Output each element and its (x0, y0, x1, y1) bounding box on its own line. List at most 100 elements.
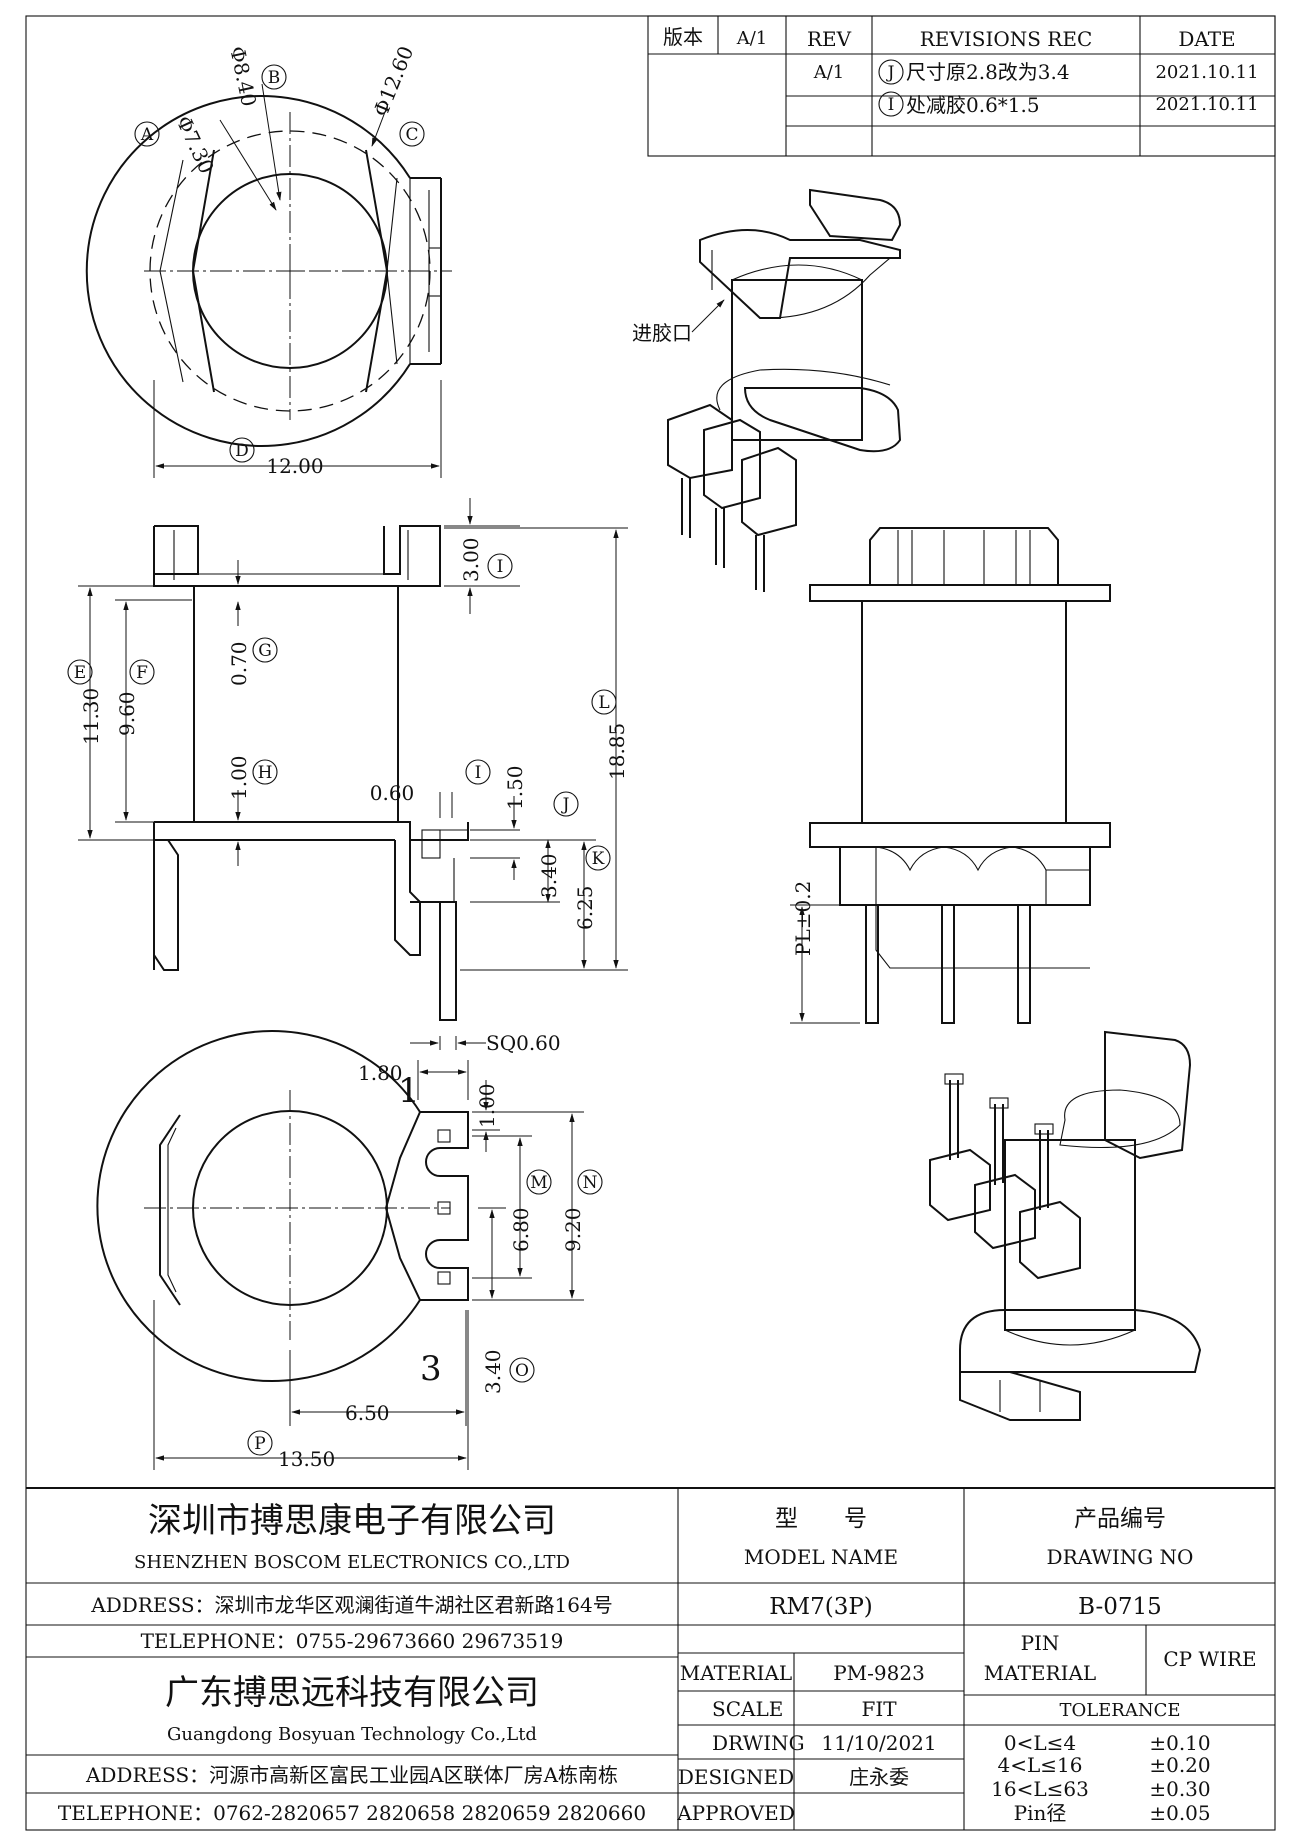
marker-j: J (561, 795, 570, 815)
designed-label: DESIGNED (678, 1765, 794, 1789)
scale-label: SCALE (712, 1697, 783, 1721)
model-label-cn: 型 号 (775, 1506, 867, 1532)
marker-a: A (140, 125, 154, 145)
isometric-view-top: 进胶口 (632, 188, 902, 592)
dim-phi-730: Φ7.30 (171, 112, 219, 177)
pin-material-value: CP WIRE (1163, 1647, 1256, 1671)
drawing-no-label-en: DRAWING NO (1047, 1545, 1194, 1569)
rev-row-2-marker: I (888, 95, 895, 115)
isometric-view-bottom (929, 1030, 1202, 1421)
material-label: MATERIAL (680, 1661, 792, 1685)
marker-l: L (598, 693, 609, 713)
marker-h: H (258, 763, 273, 783)
material-value: PM-9823 (833, 1661, 925, 1685)
dim-phi-1260: Φ12.60 (368, 43, 418, 120)
rev-row-1-marker: J (886, 63, 895, 83)
dim-1200: 12.00 (266, 454, 323, 478)
tolerance-value-2: ±0.20 (1149, 1753, 1210, 1777)
drawing-no-label-cn: 产品编号 (1074, 1506, 1166, 1532)
marker-b: B (268, 68, 281, 88)
company-1-cn: 深圳市搏思康电子有限公司 (148, 1501, 556, 1541)
tolerance-value-1: ±0.10 (1149, 1731, 1210, 1755)
dim-1885: 18.85 (605, 723, 629, 780)
address-2: ADDRESS：河源市高新区富民工业园A区联体厂房A栋南栋 (85, 1763, 618, 1787)
marker-c: C (405, 125, 418, 145)
dim-625: 6.25 (573, 885, 597, 930)
company-1-en: SHENZHEN BOSCOM ELECTRONICS CO.,LTD (134, 1552, 570, 1573)
dim-b-680: 6.80 (509, 1207, 533, 1252)
dim-150: 1.50 (503, 765, 527, 810)
date-header: DATE (1178, 27, 1235, 51)
marker-p: P (254, 1434, 265, 1454)
drawing-label: DRWING (712, 1731, 805, 1755)
dim-070: 0.70 (227, 641, 251, 686)
dim-1130: 11.30 (79, 688, 103, 745)
version-label: 版本 (663, 25, 703, 49)
telephone-1: TELEPHONE：0755-29673660 29673519 (141, 1629, 564, 1653)
front-view: SQ0.60 11.30 9.60 0.70 1.00 3.00 18.85 0… (67, 498, 629, 1055)
tolerance-value-3: ±0.30 (1149, 1777, 1210, 1801)
dim-960: 9.60 (115, 691, 139, 736)
side-view: PL±0.2 (790, 527, 1111, 1024)
dim-b-340: 3.40 (481, 1349, 505, 1394)
telephone-2: TELEPHONE：0762-2820657 2820658 2820659 2… (58, 1801, 646, 1825)
marker-e: E (74, 663, 86, 683)
tolerance-label: TOLERANCE (1059, 1700, 1180, 1721)
marker-o: O (515, 1361, 529, 1381)
marker-f: F (136, 663, 148, 683)
pin-material-label-1: PIN (1021, 1631, 1060, 1655)
revision-table: 版本 A/1 REV REVISIONS REC DATE A/1 J 尺寸原2… (647, 15, 1276, 157)
model-value: RM7(3P) (769, 1594, 873, 1620)
marker-k: K (592, 849, 605, 869)
title-block: 深圳市搏思康电子有限公司 SHENZHEN BOSCOM ELECTRONICS… (26, 1487, 1275, 1830)
dim-b-650: 6.50 (345, 1401, 390, 1425)
dim-340: 3.40 (537, 853, 561, 898)
marker-i-front-2: I (475, 763, 482, 783)
records-header: REVISIONS REC (920, 27, 1093, 51)
marker-i-circle (878, 91, 904, 117)
designed-value: 庄永委 (849, 1765, 909, 1789)
gate-callout: 进胶口 (632, 321, 692, 345)
dim-b-100: 1.00 (475, 1083, 499, 1128)
marker-d: D (235, 441, 249, 461)
pin-material-label-2: MATERIAL (984, 1661, 1096, 1685)
dim-060: 0.60 (370, 781, 415, 805)
top-view: Φ7.30 Φ8.40 Φ12.60 12.00 A B C D (85, 43, 452, 478)
approved-label: APPROVED (676, 1801, 795, 1825)
marker-j-circle (878, 59, 904, 85)
rev-row-1-text: 尺寸原2.8改为3.4 (906, 60, 1070, 84)
rev-row-2-date: 2021.10.11 (1155, 94, 1258, 115)
dim-b-180: 1.80 (358, 1061, 403, 1085)
address-1: ADDRESS：深圳市龙华区观澜街道牛湖社区君新路164号 (90, 1593, 612, 1617)
pin-3-label: 3 (420, 1349, 442, 1389)
tolerance-value-4: ±0.05 (1149, 1801, 1210, 1825)
marker-i-front: I (497, 557, 504, 577)
model-label-en: MODEL NAME (744, 1545, 898, 1569)
company-2-cn: 广东搏思远科技有限公司 (165, 1673, 539, 1713)
dim-sq-060: SQ0.60 (486, 1031, 561, 1055)
rev-row-2-text: 处减胶0.6*1.5 (906, 93, 1040, 117)
tolerance-range-1: 0<L≤4 (1004, 1731, 1076, 1755)
bottom-view: 1 3 1.80 1.00 6.80 9.20 3.40 6.50 13.50 … (96, 1030, 603, 1471)
pin-1-label: 1 (398, 1071, 420, 1111)
rev-row-1-date: 2021.10.11 (1155, 62, 1258, 83)
marker-n: N (583, 1173, 598, 1193)
dim-b-1350: 13.50 (278, 1447, 335, 1471)
drawing-no-value: B-0715 (1078, 1594, 1162, 1620)
company-2-en: Guangdong Bosyuan Technology Co.,Ltd (167, 1724, 537, 1745)
tolerance-range-3: 16<L≤63 (991, 1777, 1089, 1801)
dim-100: 1.00 (227, 755, 251, 800)
dim-b-920: 9.20 (561, 1207, 585, 1252)
tolerance-range-4: Pin径 (1014, 1801, 1067, 1825)
drawing-date: 11/10/2021 (821, 1731, 936, 1755)
marker-m: M (530, 1173, 547, 1193)
tolerance-range-2: 4<L≤16 (998, 1753, 1083, 1777)
dim-pl: PL±0.2 (791, 881, 815, 956)
rev-header: REV (807, 27, 852, 51)
scale-value: FIT (861, 1697, 897, 1721)
marker-g: G (258, 641, 272, 661)
rev-row-1-rev: A/1 (813, 62, 845, 83)
version-value: A/1 (736, 28, 768, 49)
dim-300: 3.00 (459, 537, 483, 582)
